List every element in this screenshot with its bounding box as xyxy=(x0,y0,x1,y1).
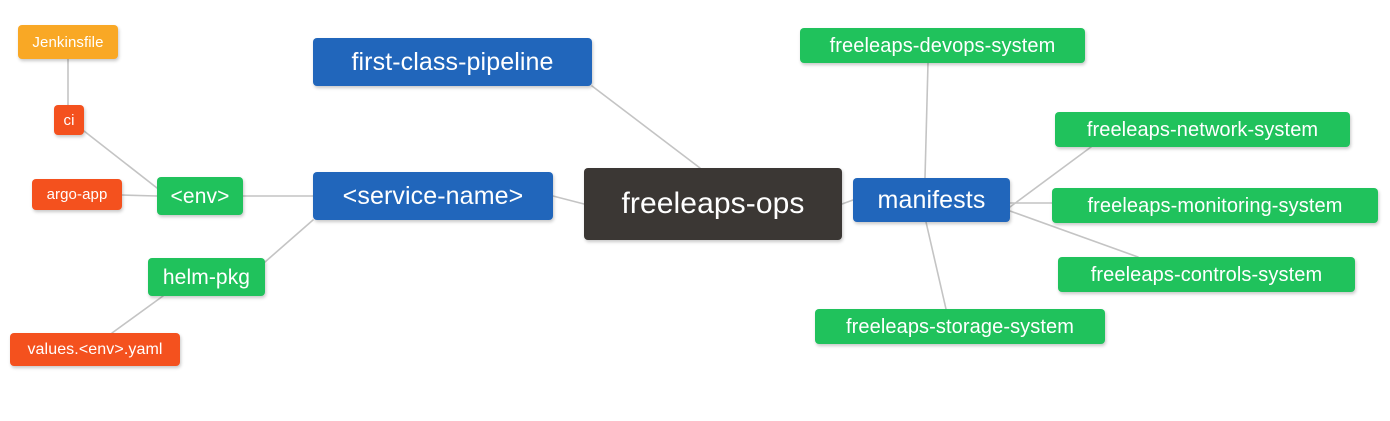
node-freeleaps-ops[interactable]: freeleaps-ops xyxy=(584,168,842,240)
node-env[interactable]: <env> xyxy=(157,177,243,215)
node-values-env-yaml[interactable]: values.<env>.yaml xyxy=(10,333,180,366)
node-label-manifests: manifests xyxy=(877,185,986,214)
edge-freeleaps-ops-to-service-name xyxy=(552,195,585,205)
node-label-freeleaps-controls-system: freeleaps-controls-system xyxy=(1090,263,1323,286)
node-freeleaps-network-system[interactable]: freeleaps-network-system xyxy=(1055,112,1350,147)
node-freeleaps-storage-system[interactable]: freeleaps-storage-system xyxy=(815,309,1105,344)
edge-freeleaps-ops-to-first-class-pipeline xyxy=(591,85,701,169)
node-label-service-name: <service-name> xyxy=(342,181,524,210)
edge-freeleaps-ops-to-manifests xyxy=(841,199,854,205)
edge-manifests-to-freeleaps-devops-system xyxy=(924,62,929,179)
node-service-name[interactable]: <service-name> xyxy=(313,172,553,220)
node-manifests[interactable]: manifests xyxy=(853,178,1010,222)
node-label-argo-app: argo-app xyxy=(46,186,108,203)
node-label-freeleaps-devops-system: freeleaps-devops-system xyxy=(829,34,1056,57)
edge-env-to-argo-app xyxy=(121,194,158,197)
node-label-freeleaps-monitoring-system: freeleaps-monitoring-system xyxy=(1087,194,1343,217)
edge-manifests-to-freeleaps-storage-system xyxy=(925,221,947,310)
node-helm-pkg[interactable]: helm-pkg xyxy=(148,258,265,296)
node-freeleaps-devops-system[interactable]: freeleaps-devops-system xyxy=(800,28,1085,63)
edge-service-name-to-helm-pkg xyxy=(264,219,314,263)
node-label-env: <env> xyxy=(170,184,230,208)
node-label-ci: ci xyxy=(63,111,75,129)
node-jenkinsfile[interactable]: Jenkinsfile xyxy=(18,25,118,59)
node-label-freeleaps-ops: freeleaps-ops xyxy=(621,187,805,220)
node-argo-app[interactable]: argo-app xyxy=(32,179,122,210)
node-label-first-class-pipeline: first-class-pipeline xyxy=(351,47,554,76)
node-freeleaps-controls-system[interactable]: freeleaps-controls-system xyxy=(1058,257,1355,292)
node-label-helm-pkg: helm-pkg xyxy=(162,265,251,289)
node-ci[interactable]: ci xyxy=(54,105,84,135)
node-label-freeleaps-network-system: freeleaps-network-system xyxy=(1086,118,1319,141)
node-freeleaps-monitoring-system[interactable]: freeleaps-monitoring-system xyxy=(1052,188,1378,223)
node-label-jenkinsfile: Jenkinsfile xyxy=(32,33,104,51)
node-label-freeleaps-storage-system: freeleaps-storage-system xyxy=(845,315,1075,338)
edge-helm-pkg-to-values-env-yaml xyxy=(111,295,164,334)
node-label-values-env-yaml: values.<env>.yaml xyxy=(27,340,163,358)
node-first-class-pipeline[interactable]: first-class-pipeline xyxy=(313,38,592,86)
